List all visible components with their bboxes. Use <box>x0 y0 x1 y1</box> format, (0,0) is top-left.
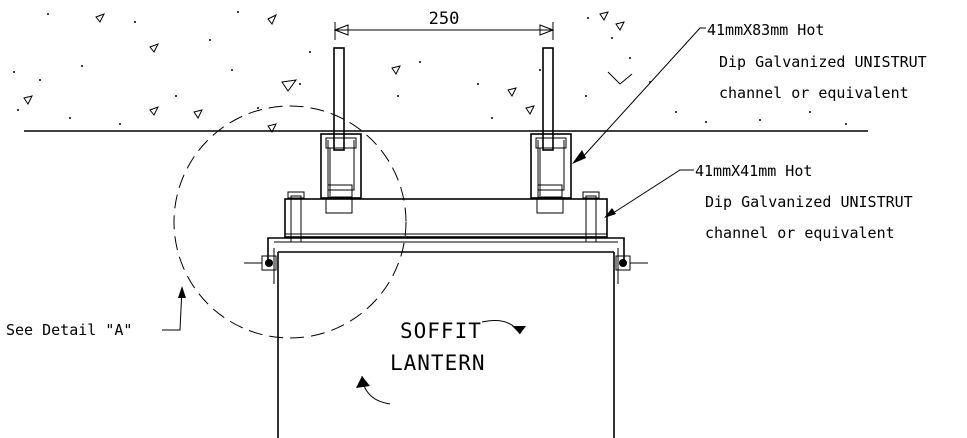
channel-41x83-right <box>530 133 572 199</box>
concrete-soffit <box>13 11 868 133</box>
channel-41x83-left <box>320 133 362 199</box>
callout-small-line3: channel or equivalent <box>705 224 895 242</box>
callout-small-line2: Dip Galvanized UNISTRUT <box>705 193 913 211</box>
detail-ref-text: See Detail "A" <box>6 321 132 339</box>
lantern-label-line1: SOFFIT <box>400 319 482 343</box>
mounting-bracket <box>244 237 648 271</box>
callout-detail-ref: See Detail "A" <box>6 321 132 339</box>
callout-channel-41x41: 41mmX41mm Hot Dip Galvanized UNISTRUT ch… <box>695 162 913 242</box>
callout-small-line1: 41mmX41mm Hot <box>695 162 812 180</box>
threaded-rods <box>333 47 554 151</box>
callout-large-line1: 41mmX83mm Hot <box>707 21 824 39</box>
dimension-value: 250 <box>429 9 460 29</box>
callout-large-line3: channel or equivalent <box>719 84 909 102</box>
detail-a-circle <box>173 105 407 339</box>
lantern-label-line2: LANTERN <box>390 351 486 375</box>
leaders <box>162 27 706 331</box>
callout-channel-41x83: 41mmX83mm Hot Dip Galvanized UNISTRUT ch… <box>707 21 927 102</box>
dimension-250: 250 <box>333 9 555 40</box>
soffit-lantern-body: SOFFIT LANTERN <box>273 248 619 438</box>
callout-large-line2: Dip Galvanized UNISTRUT <box>719 53 927 71</box>
channel-41x41 <box>284 191 608 243</box>
